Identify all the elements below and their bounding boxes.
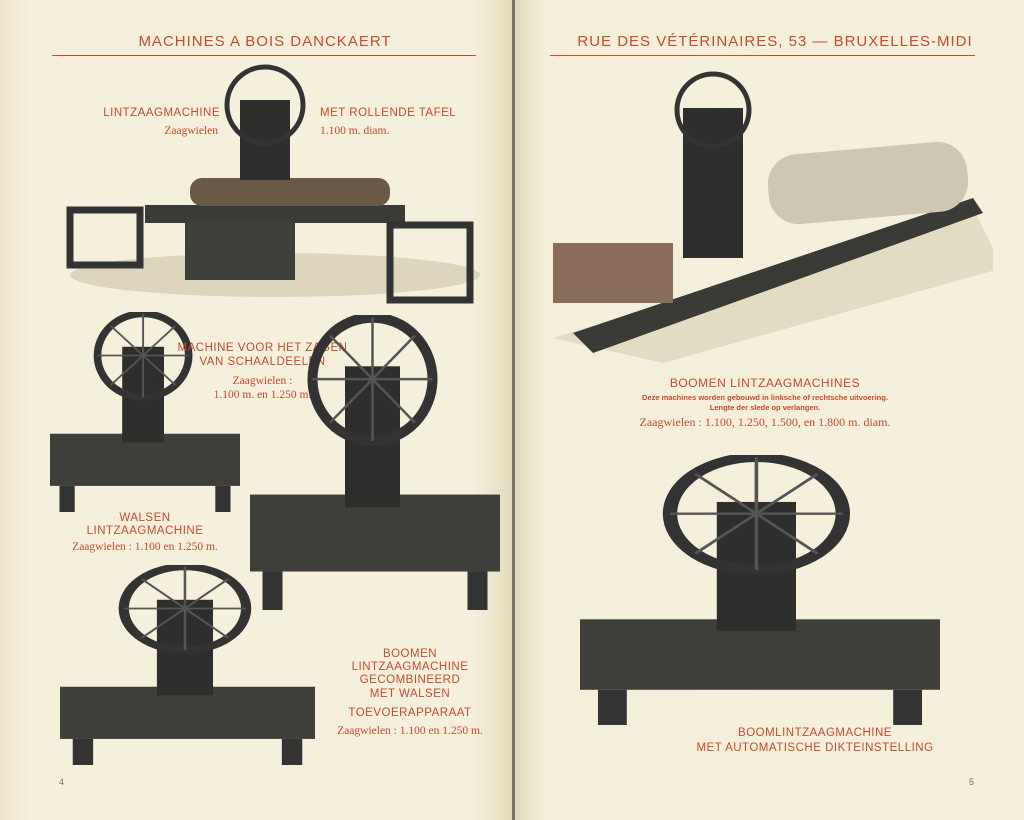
caption-title: LINTZAAGMACHINE [351, 661, 469, 673]
caption-sub-b: 1.100 m. diam. [320, 125, 390, 137]
left-header: MACHINES A BOIS DANCKAERT [138, 33, 392, 50]
caption-title: MET WALSEN [369, 688, 451, 700]
caption-title-b: MET ROLLENDE TAFEL [320, 107, 457, 119]
header-rule [550, 55, 975, 56]
caption-title: VAN SCHAALDEELEN [199, 356, 326, 368]
caption-title: LINTZAAGMACHINE [86, 525, 204, 537]
caption-sub: 1.100 m. en 1.250 m. [213, 389, 312, 401]
caption-title-a: LINTZAAGMACHINE [103, 107, 220, 119]
caption-sub: Zaagwielen : 1.100 en 1.250 m. [72, 541, 218, 553]
right-page: RUE DES VÉTÉRINAIRES, 53 — BRUXELLES-MID… [515, 0, 1024, 820]
caption-sub: Zaagwielen : [232, 375, 293, 387]
page-number: 4 [59, 777, 65, 787]
caption-title: BOOMLINTZAAGMACHINE [738, 727, 892, 739]
caption-title: GECOMBINEERD [359, 674, 461, 686]
caption-title: MACHINE VOOR HET ZAGEN [177, 342, 348, 354]
caption-title: WALSEN [119, 512, 171, 524]
illustration-bandsaw-rolling-table [66, 64, 480, 304]
caption-note: Lengte der slede op verlangen. [709, 403, 821, 412]
caption-note: Deze machines worden gebouwd in linksche… [642, 393, 888, 402]
page-number: 5 [969, 777, 975, 787]
caption-sub: Zaagwielen : 1.100 en 1.250 m. [337, 725, 483, 737]
right-header: RUE DES VÉTÉRINAIRES, 53 — BRUXELLES-MID… [577, 33, 973, 50]
caption-title: BOOMEN [382, 648, 438, 660]
illustration-auto-thickness-saw [580, 455, 940, 725]
illustration-combined-saw [60, 565, 315, 765]
caption-title: TOEVOERAPPARAAT [348, 707, 472, 719]
header-rule [52, 55, 476, 56]
left-page: MACHINES A BOIS DANCKAERT LINTZAAGMACHIN… [0, 0, 512, 820]
illustration-log-bandsaw [553, 71, 993, 363]
caption-sub-a: Zaagwielen [164, 125, 218, 137]
caption-sub: Zaagwielen : 1.100, 1.250, 1.500, en 1.8… [639, 415, 891, 429]
caption-title: MET AUTOMATISCHE DIKTEINSTELLING [696, 742, 934, 754]
caption-title: BOOMEN LINTZAAGMACHINES [669, 376, 861, 390]
